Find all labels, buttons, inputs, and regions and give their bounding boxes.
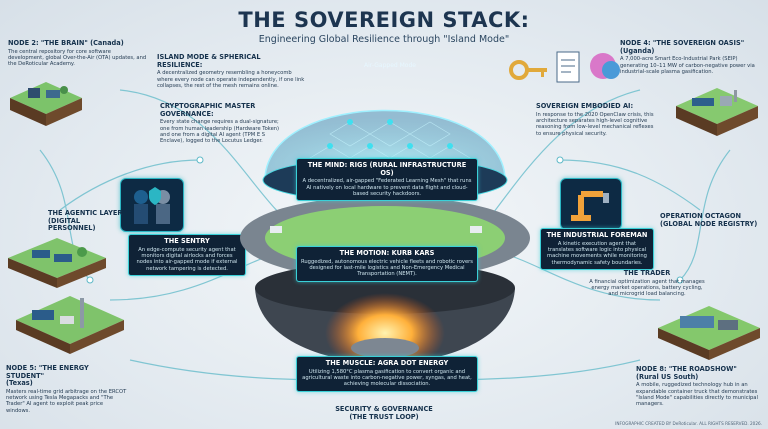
motion-title: THE MOTION: KURB KARS (339, 249, 435, 257)
muscle-title: THE MUSCLE: AGRA DOT ENERGY (325, 359, 449, 367)
island-mode-title: ISLAND MODE & SPHERICAL RESILIENCE: (157, 53, 261, 69)
brain-island-illustration (10, 82, 82, 126)
muscle-panel: THE MUSCLE: AGRA DOT ENERGY Utilizing 1,… (296, 356, 478, 392)
node8-text: A mobile, ruggedized technology hub in a… (636, 382, 758, 408)
agentic-layer-subtitle: (DIGITAL PERSONNEL) (48, 216, 96, 233)
node8-block: NODE 8: "THE ROADSHOW" (Rural US South) … (636, 365, 764, 408)
agentic-layer-block: THE AGENTIC LAYER (DIGITAL PERSONNEL) (48, 209, 128, 233)
foreman-panel: THE INDUSTRIAL FOREMAN A kinetic executi… (540, 228, 654, 270)
plasma-fire-glow (325, 293, 445, 373)
key-icon (509, 60, 547, 80)
node8-title: NODE 8: "THE ROADSHOW" (636, 365, 737, 373)
foreman-title: THE INDUSTRIAL FOREMAN (546, 231, 648, 239)
robot-arm-icon (571, 191, 609, 221)
octagon-block: OPERATION OCTAGON (GLOBAL NODE REGISTRY) (660, 212, 764, 228)
trust-loop-block: SECURITY & GOVERNANCE (THE TRUST LOOP) (300, 405, 468, 421)
embodied-ai-title: SOVEREIGN EMBODIED AI: (536, 102, 634, 110)
node4-text: A 7,000-acre Smart Eco-Industrial Park (… (620, 56, 755, 75)
embodied-ai-text: In response to the 2020 OpenClaw crisis,… (536, 111, 654, 137)
oasis-island-illustration (676, 88, 758, 136)
motion-panel: THE MOTION: KURB KARS Ruggedized, autono… (296, 246, 478, 282)
node2-title: NODE 2: "THE BRAIN" (Canada) (8, 39, 124, 47)
node4-title: NODE 4: "THE SOVEREIGN OASIS" (Uganda) (620, 39, 745, 55)
robot-guard-icon (134, 187, 170, 224)
node4-block: NODE 4: "THE SOVEREIGN OASIS" (Uganda) A… (620, 39, 762, 75)
agentic-layer-title: THE AGENTIC LAYER (48, 209, 123, 217)
octagon-title: OPERATION OCTAGON (660, 212, 742, 220)
trader-title: THE TRADER (623, 269, 671, 277)
copyright-footer: INFOGRAPHIC CREATED BY DeRoticular. ALL … (615, 421, 762, 426)
energy-student-island-illustration (16, 296, 124, 354)
sentry-panel: THE SENTRY An edge-compute security agen… (128, 234, 246, 276)
node5-block: NODE 5: "THE ENERGY STUDENT" (Texas) Mas… (6, 364, 128, 414)
air-gapped-mode-label: Air-Gapped Mode (364, 62, 416, 69)
brain-icon (590, 53, 620, 79)
foreman-text: A kinetic execution agent that translate… (547, 240, 647, 266)
island-mode-block: ISLAND MODE & SPHERICAL RESILIENCE: A de… (157, 53, 305, 89)
trader-text: A financial optimization agent that mana… (589, 278, 705, 298)
dual-signature-illustration (509, 51, 620, 83)
crypto-governance-title: CRYPTOGRAPHIC MASTER GOVERNANCE: (160, 102, 256, 118)
node5-text: Masters real-time grid arbitrage on the … (6, 388, 127, 414)
motion-text: Ruggedized, autonomous electric vehicle … (301, 258, 473, 278)
node5-subtitle: (Texas) (6, 379, 33, 388)
sentry-title: THE SENTRY (164, 237, 210, 245)
crypto-governance-text: Every state change requires a dual-signa… (160, 119, 280, 145)
muscle-text: Utilizing 1,580°C plasma gasification to… (302, 368, 472, 388)
octagon-subtitle: (GLOBAL NODE REGISTRY) (660, 219, 758, 228)
document-icon (556, 51, 580, 83)
sentry-illustration-frame (120, 178, 184, 232)
mind-text: A decentralized, air-gapped "Federated L… (302, 178, 472, 197)
embodied-ai-block: SOVEREIGN EMBODIED AI: In response to th… (536, 102, 654, 137)
trust-loop-line1: SECURITY & GOVERNANCE (335, 405, 433, 413)
node2-block: NODE 2: "THE BRAIN" (Canada) The central… (8, 39, 148, 68)
trader-block: THE TRADER A financial optimization agen… (588, 269, 706, 298)
page-subtitle: Engineering Global Resilience through "I… (258, 34, 510, 45)
trust-loop-line2: (THE TRUST LOOP) (349, 412, 419, 421)
node8-subtitle: (Rural US South) (636, 372, 699, 381)
page-title: THE SOVEREIGN STACK: (238, 8, 530, 32)
mind-title: THE MIND: RIGS (RURAL INFRASTRUCTURE OS) (307, 161, 467, 177)
island-mode-text: A decentralized geometry resembling a ho… (157, 70, 305, 89)
solar-island-illustration (8, 238, 106, 288)
mind-panel: THE MIND: RIGS (RURAL INFRASTRUCTURE OS)… (296, 158, 478, 202)
sentry-text: An edge-compute security agent that moni… (136, 246, 238, 272)
trader-island-illustration (658, 306, 760, 360)
crypto-governance-block: CRYPTOGRAPHIC MASTER GOVERNANCE: Every s… (160, 102, 288, 145)
foreman-illustration-frame (560, 178, 622, 230)
node5-title: NODE 5: "THE ENERGY STUDENT" (6, 364, 89, 380)
node2-text: The central repository for core software… (8, 48, 147, 68)
